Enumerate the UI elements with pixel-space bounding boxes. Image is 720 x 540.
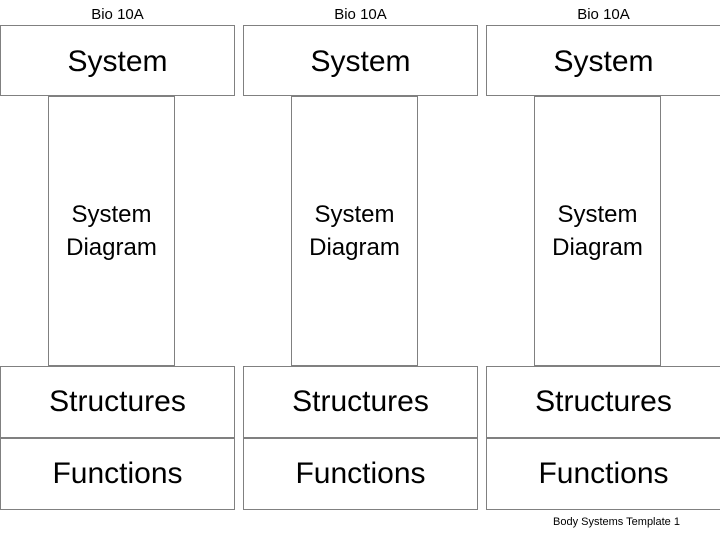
system-box: System <box>0 25 235 96</box>
course-label: Bio 10A <box>577 6 630 23</box>
diagram-label-line1: System <box>557 201 638 228</box>
functions-label: Functions <box>295 457 426 490</box>
template-column-3: Bio 10A System System Diagram Structures… <box>486 0 720 512</box>
system-box: System <box>486 25 720 96</box>
structures-box: Structures <box>243 366 478 438</box>
structures-label: Structures <box>292 385 429 418</box>
functions-box: Functions <box>486 438 720 510</box>
functions-label: Functions <box>538 457 669 490</box>
functions-label: Functions <box>52 457 183 490</box>
system-diagram-box: System Diagram <box>291 96 418 366</box>
footer-note: Body Systems Template 1 <box>553 516 680 528</box>
structures-box: Structures <box>486 366 720 438</box>
system-label: System <box>553 44 654 78</box>
course-label: Bio 10A <box>334 6 387 23</box>
template-column-2: Bio 10A System System Diagram Structures… <box>243 0 478 512</box>
system-box: System <box>243 25 478 96</box>
structures-label: Structures <box>49 385 186 418</box>
diagram-label-line1: System <box>314 201 395 228</box>
course-label: Bio 10A <box>91 6 144 23</box>
system-label: System <box>67 44 168 78</box>
system-label: System <box>310 44 411 78</box>
diagram-label-line2: Diagram <box>66 234 157 261</box>
structures-box: Structures <box>0 366 235 438</box>
diagram-label-line1: System <box>71 201 152 228</box>
structures-label: Structures <box>535 385 672 418</box>
diagram-label-line2: Diagram <box>309 234 400 261</box>
diagram-label-line2: Diagram <box>552 234 643 261</box>
template-column-1: Bio 10A System System Diagram Structures… <box>0 0 235 512</box>
functions-box: Functions <box>0 438 235 510</box>
system-diagram-box: System Diagram <box>534 96 661 366</box>
system-diagram-box: System Diagram <box>48 96 175 366</box>
functions-box: Functions <box>243 438 478 510</box>
